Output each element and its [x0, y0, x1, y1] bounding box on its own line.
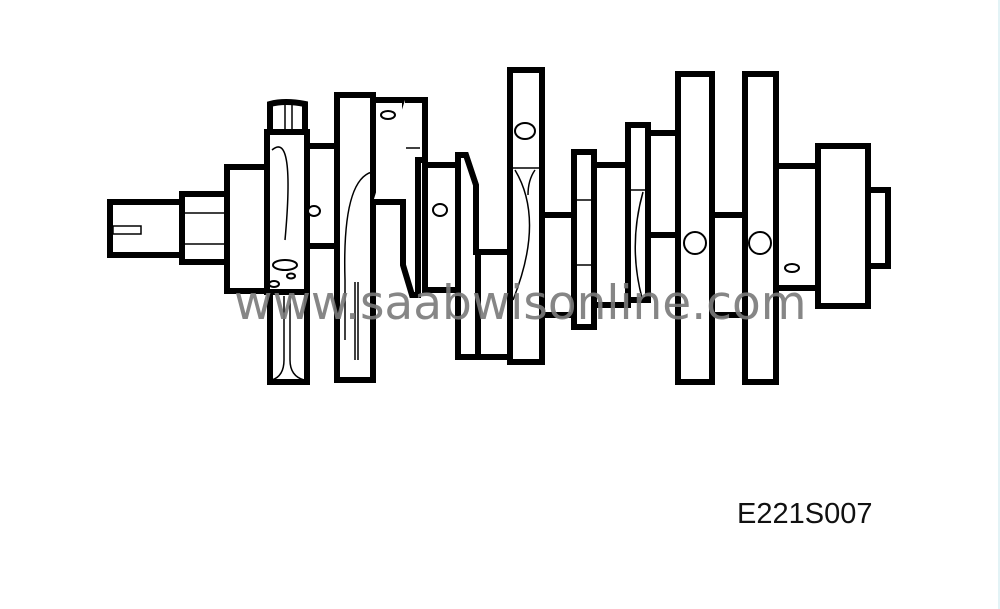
front-snout	[107, 199, 185, 258]
counterweight-4	[507, 67, 545, 365]
rear-pilot	[865, 187, 891, 269]
snout-step	[179, 191, 230, 265]
crankpin-2	[475, 249, 513, 360]
watermark-text: www.saabwisonline.com	[234, 276, 807, 331]
right-edge-border	[998, 0, 1000, 609]
figure-code: E221S007	[737, 498, 873, 530]
gear-journal	[224, 164, 270, 294]
counterweight-6	[742, 71, 779, 385]
keyway	[112, 225, 142, 235]
counterweight-5	[675, 71, 715, 385]
main-journal-4	[645, 130, 681, 238]
rear-flange	[815, 143, 871, 309]
crankpin-4	[709, 212, 748, 318]
counterweight-1-lower	[267, 289, 310, 385]
main-journal-1	[304, 143, 340, 249]
counterweight-1-cap	[267, 99, 308, 135]
crankshaft	[107, 67, 891, 385]
